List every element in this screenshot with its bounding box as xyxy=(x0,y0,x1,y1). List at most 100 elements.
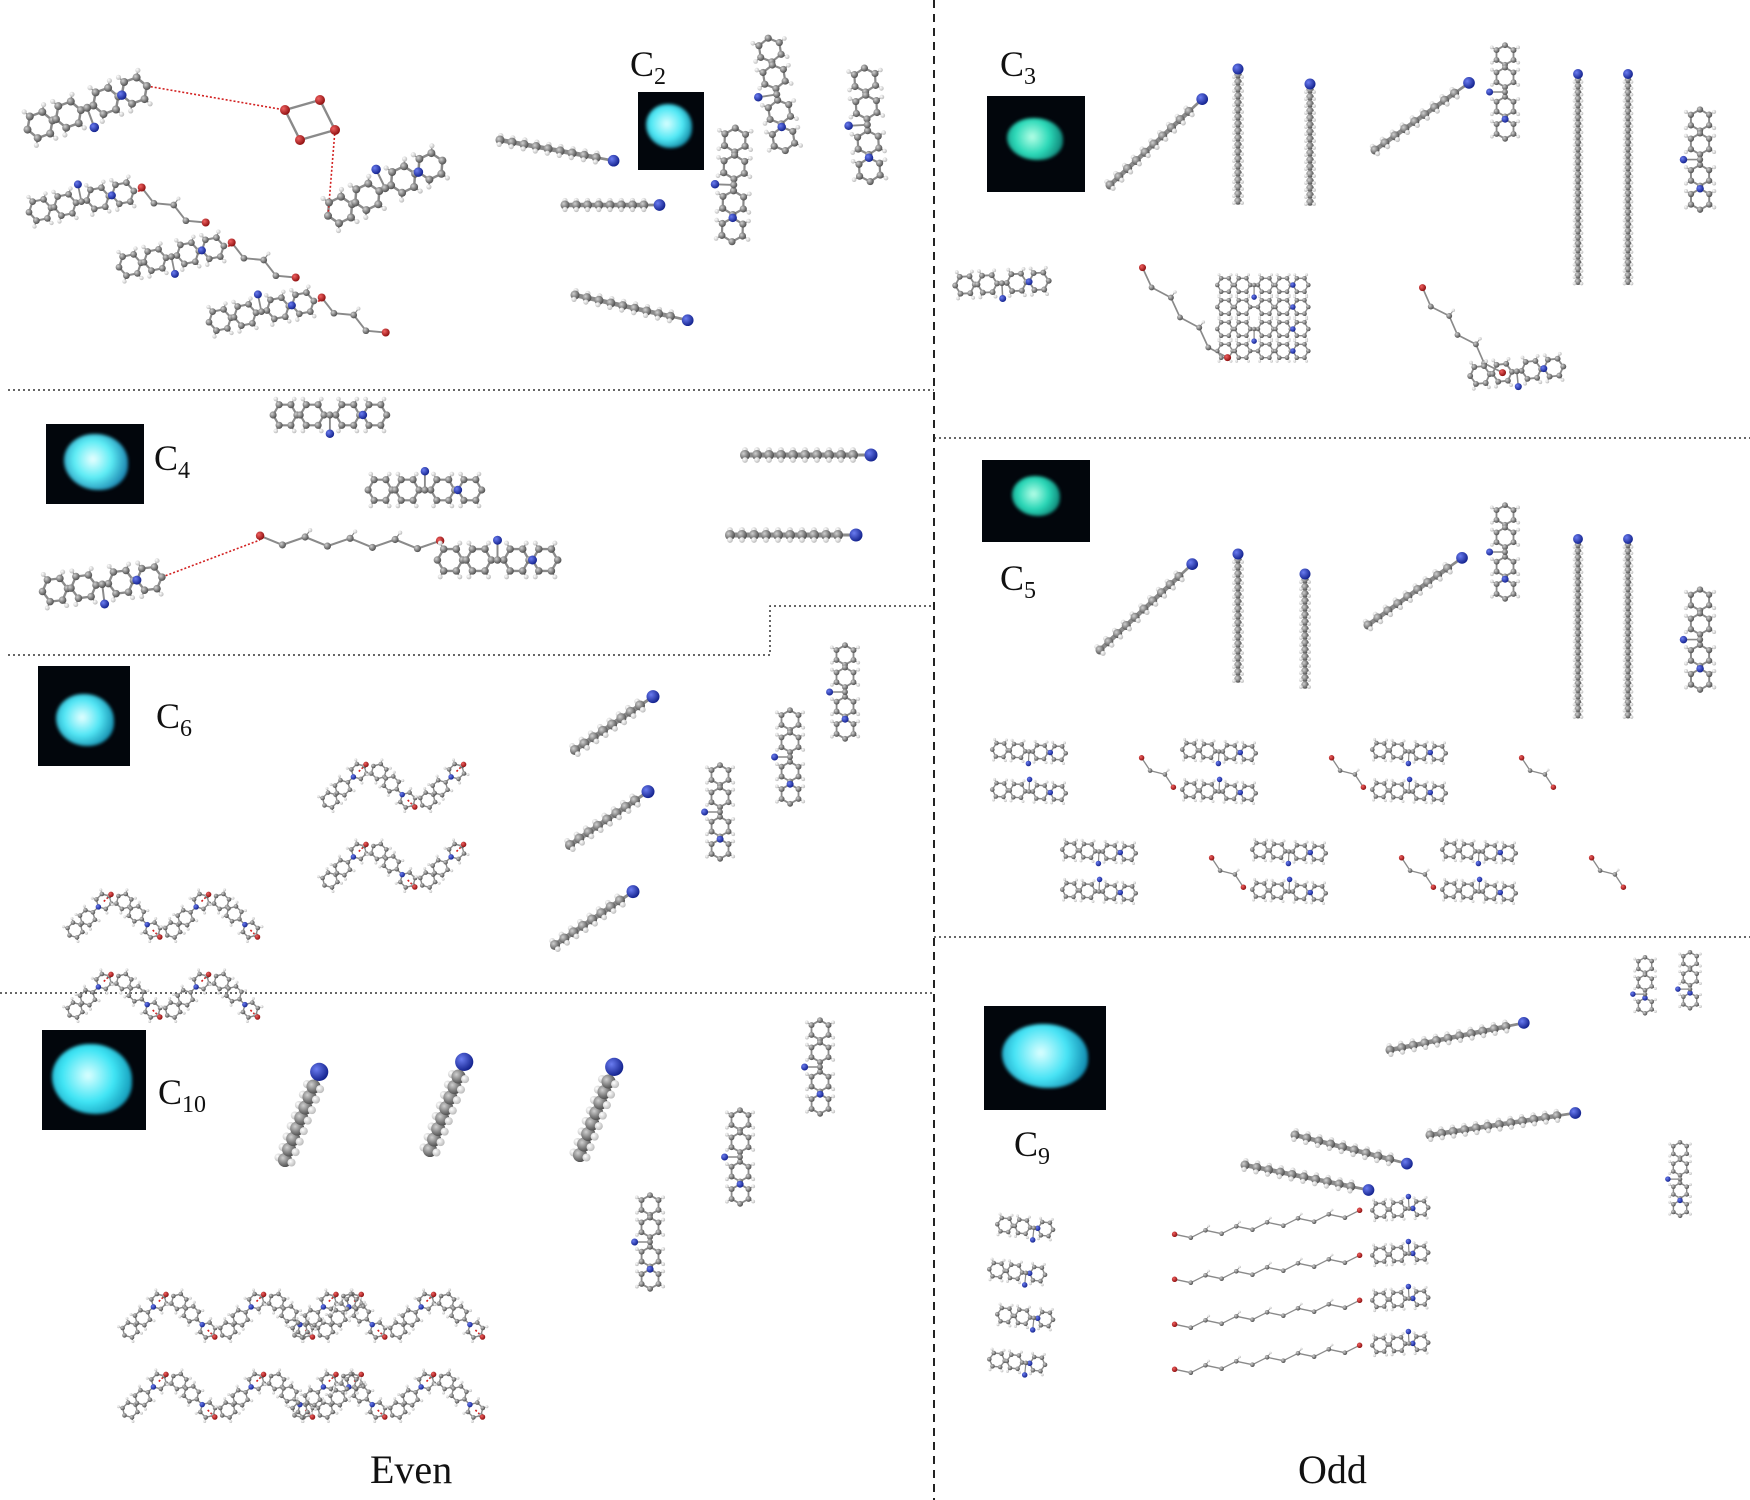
hydrogen-atom xyxy=(99,968,103,972)
carbon-atom xyxy=(94,897,99,902)
carbon-atom xyxy=(80,1009,85,1015)
carbon-atom xyxy=(757,53,765,61)
hydrogen-atom xyxy=(388,766,392,770)
hydrogen-atom xyxy=(443,766,447,770)
hydrogen-atom xyxy=(188,896,192,900)
carbon-atom xyxy=(854,145,862,153)
hydrogen-atom xyxy=(848,114,854,120)
hydrogen-atom xyxy=(180,984,184,988)
hydrogen-atom xyxy=(592,159,598,165)
hydrogen-atom xyxy=(851,177,857,183)
hydrogen-atom xyxy=(392,770,396,774)
carbon-atom xyxy=(322,803,327,808)
carbon-atom xyxy=(184,1002,190,1008)
carbon-atom xyxy=(763,449,775,461)
hydrogen-atom xyxy=(504,574,510,580)
carbon-atom xyxy=(237,996,242,1002)
hydrogen-atom xyxy=(223,301,228,306)
hydrogen-atom xyxy=(643,312,649,318)
carbon-atom xyxy=(123,891,129,897)
carbon-atom xyxy=(148,1015,154,1020)
hydrogen-atom xyxy=(716,127,722,133)
carbon-atom xyxy=(785,101,793,109)
oxygen-atom xyxy=(412,804,418,810)
hydrogen-atom xyxy=(801,710,805,715)
carbon-atom xyxy=(246,935,251,940)
carbon-atom xyxy=(741,130,750,138)
carbon-atom xyxy=(92,917,98,923)
hydrogen-atom xyxy=(119,111,125,117)
hydrogen-atom xyxy=(532,148,538,154)
hydrogen-atom xyxy=(823,537,829,543)
carbon-atom xyxy=(430,863,436,868)
carbon-atom xyxy=(387,868,392,874)
bond xyxy=(1599,869,1616,876)
hydrogen-atom xyxy=(798,143,804,148)
carbon-atom xyxy=(338,421,346,429)
carbon-atom xyxy=(493,556,502,564)
carbon-atom xyxy=(114,901,119,906)
carbon-atom xyxy=(134,270,141,277)
hydrogen-atom xyxy=(584,206,591,213)
carbon-atom xyxy=(162,254,170,262)
carbon-atom xyxy=(795,721,802,728)
carbon-atom xyxy=(365,421,373,429)
carbon-atom xyxy=(368,543,376,551)
carbon-atom xyxy=(781,147,789,155)
bond xyxy=(1328,1258,1346,1264)
hydrogen-atom xyxy=(338,186,345,192)
hydrogen-atom xyxy=(731,803,736,807)
carbon-atom xyxy=(787,729,793,736)
carbon-atom xyxy=(65,925,70,931)
carbon-atom xyxy=(65,190,72,198)
carbon-atom xyxy=(220,242,228,250)
carbon-atom xyxy=(126,198,134,205)
hydrogen-atom xyxy=(705,817,709,821)
carbon-atom xyxy=(162,925,168,931)
carbon-atom xyxy=(725,850,732,857)
bond xyxy=(1220,1225,1237,1235)
carbon-atom xyxy=(180,987,186,993)
hydrogen-atom xyxy=(750,40,756,46)
hydrogen-atom xyxy=(195,919,199,923)
hydrogen-atom xyxy=(90,896,94,900)
hydrogen-atom xyxy=(705,839,709,844)
carbon-atom xyxy=(423,790,429,795)
carbon-atom xyxy=(391,535,399,544)
bond xyxy=(371,538,397,549)
hydrogen-atom xyxy=(365,773,369,777)
hydrogen-atom xyxy=(374,781,378,785)
carbon-atom xyxy=(128,906,134,911)
carbon-atom xyxy=(209,308,216,315)
carbon-atom xyxy=(403,885,409,890)
hydrogen-atom xyxy=(318,396,324,402)
carbon-atom xyxy=(432,870,438,876)
hydrogen-atom xyxy=(715,173,721,179)
bond xyxy=(1456,334,1477,346)
hydrogen-atom xyxy=(154,997,158,1000)
hydrogen-atom xyxy=(452,838,455,842)
carbon-atom xyxy=(594,200,604,210)
carbon-atom xyxy=(155,245,162,253)
carbon-atom xyxy=(258,308,265,315)
carbon-atom xyxy=(772,529,784,541)
hydrogen-atom xyxy=(763,537,769,543)
hydrogen-atom xyxy=(33,142,39,148)
hydrogen-atom xyxy=(739,537,745,543)
carbon-atom xyxy=(397,496,405,504)
carbon-atom xyxy=(123,971,129,977)
nitrogen-atom xyxy=(242,921,248,928)
hydrogen-atom xyxy=(441,797,445,801)
hydrogen-atom xyxy=(398,530,403,535)
carbon-atom xyxy=(362,206,371,215)
hydrogen-atom xyxy=(790,457,796,463)
carbon-atom xyxy=(397,799,403,805)
hydrogen-atom xyxy=(308,528,313,533)
carbon-atom xyxy=(128,977,134,982)
nitrogen-atom xyxy=(100,599,110,609)
hydrogen-atom xyxy=(801,725,806,730)
hydrogen-atom xyxy=(381,428,387,434)
carbon-atom xyxy=(728,238,736,246)
hydrogen-bond xyxy=(146,85,286,111)
carbon-atom xyxy=(409,476,417,484)
